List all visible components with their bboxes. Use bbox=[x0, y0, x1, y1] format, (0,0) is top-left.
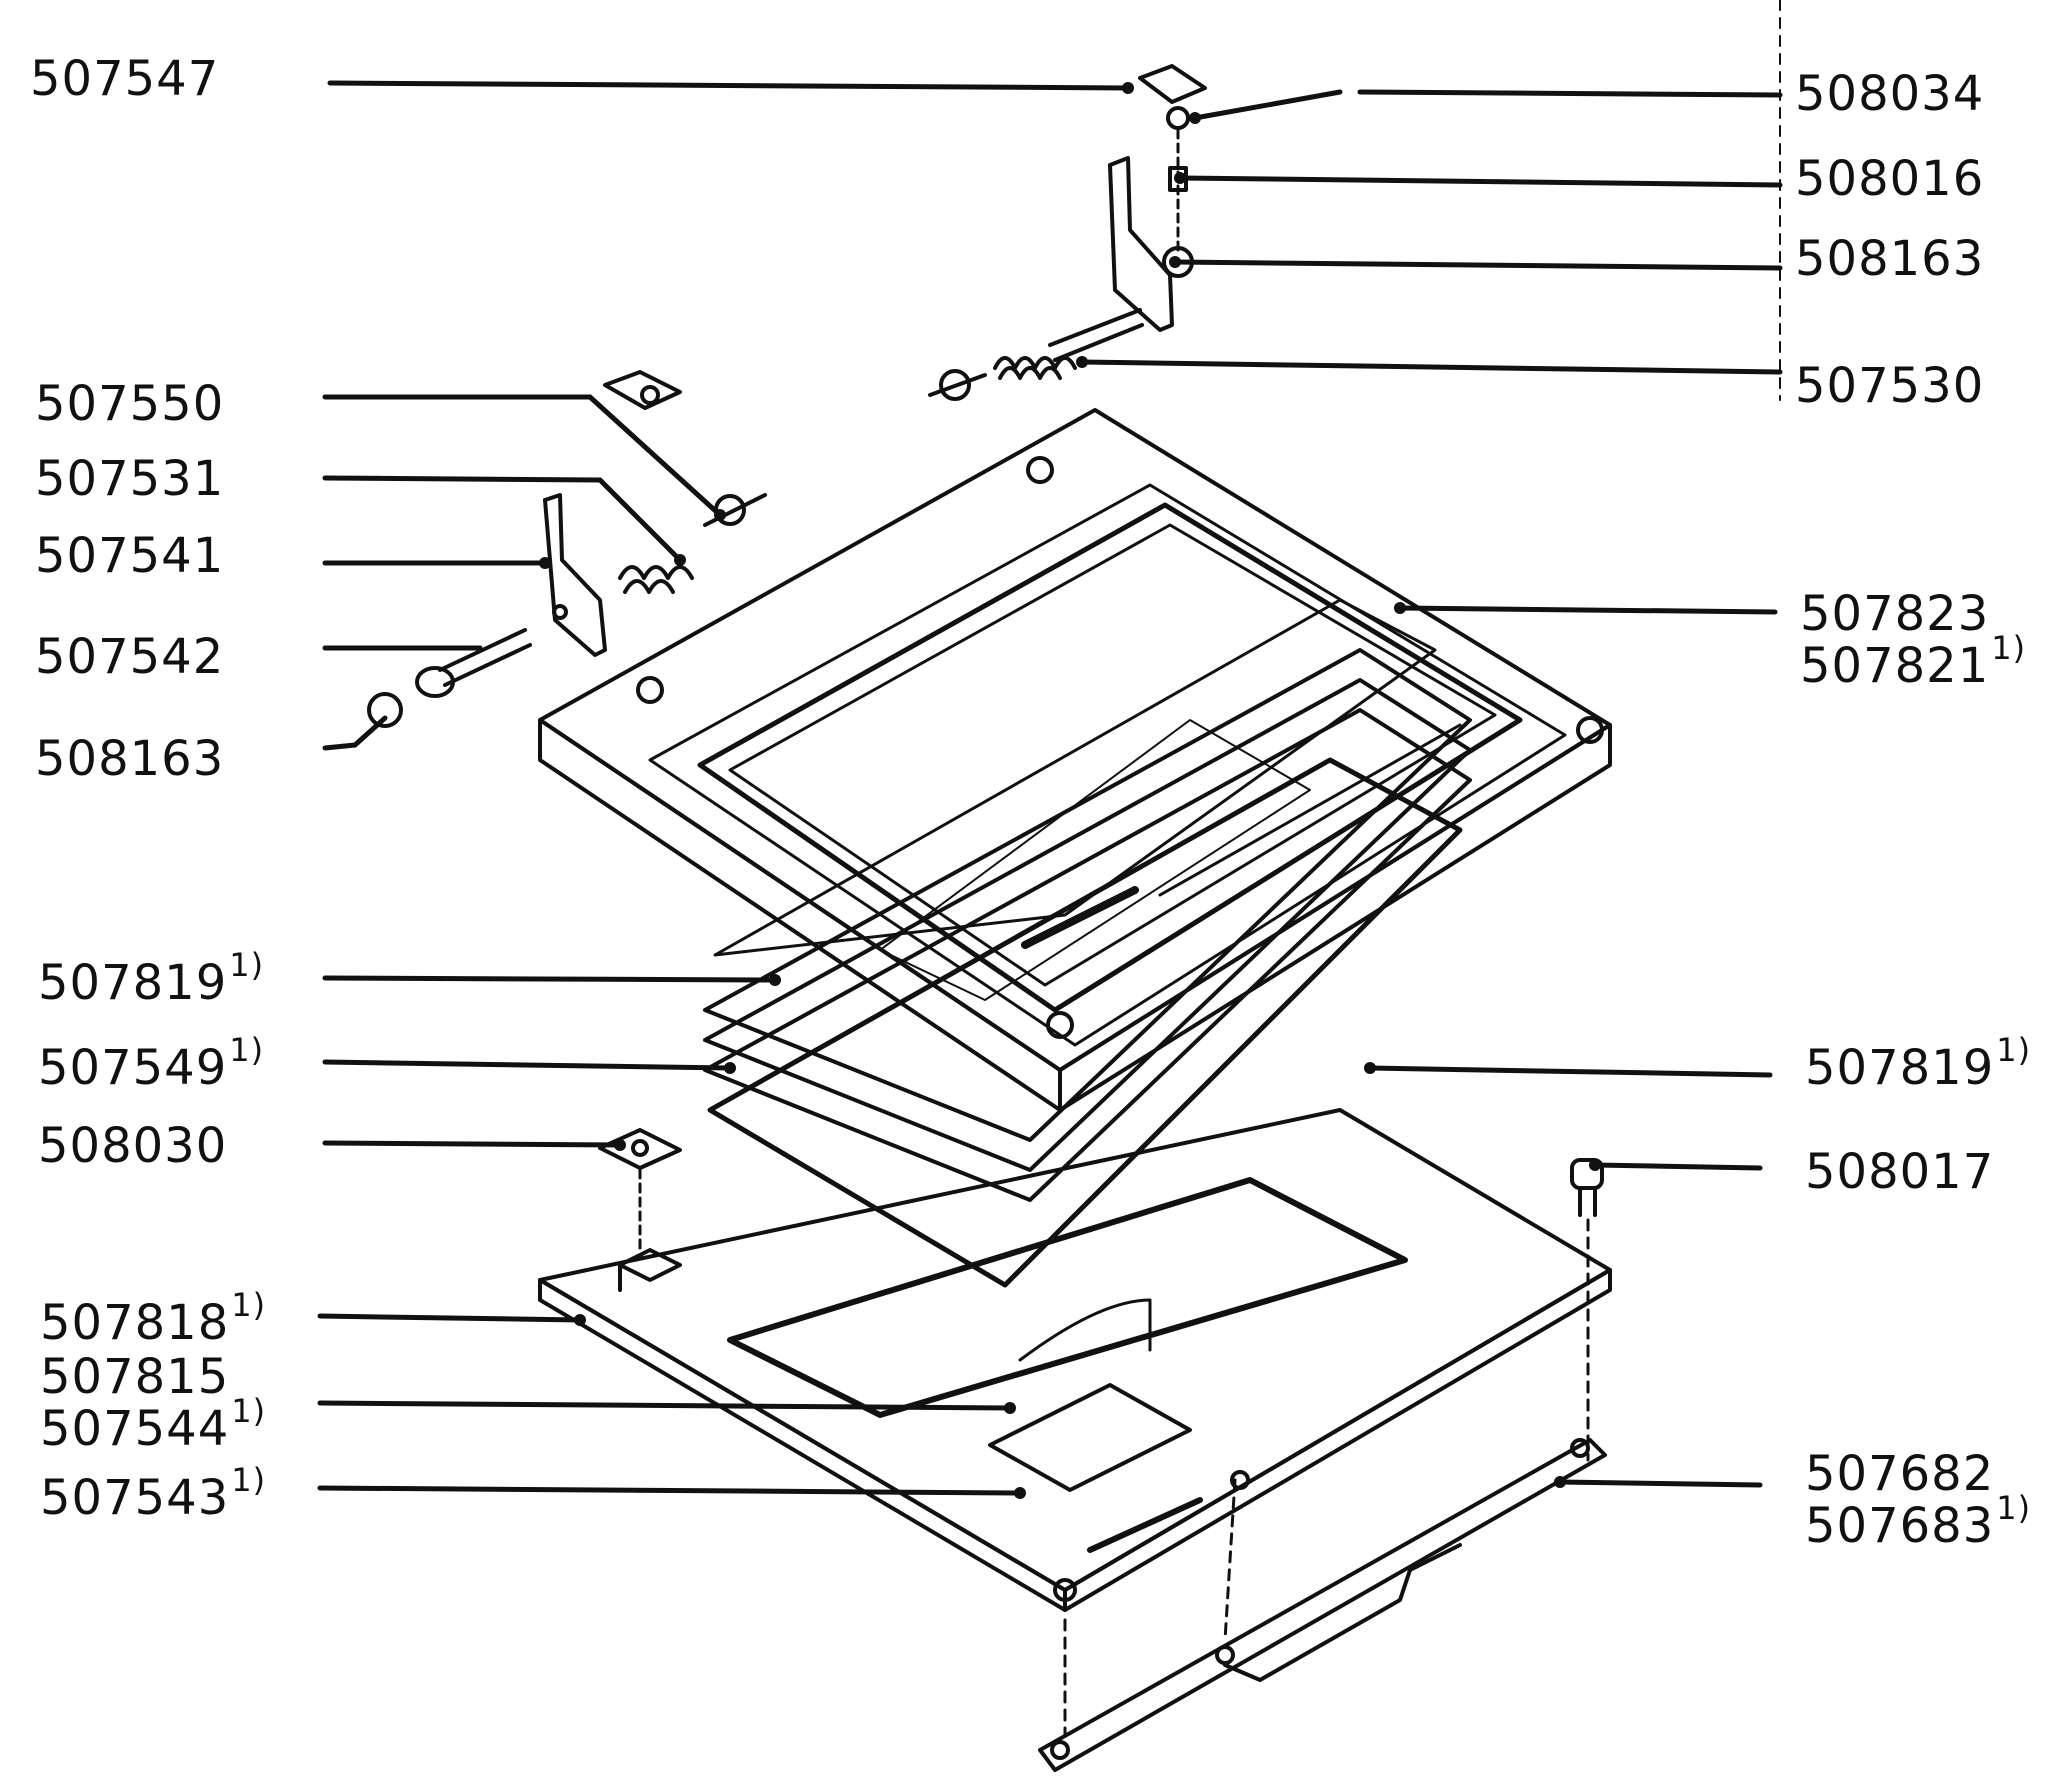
label-507818: 5078181) bbox=[40, 1286, 267, 1351]
label-507819-right: 5078191) bbox=[1805, 1031, 2032, 1096]
label-507815: 507815 bbox=[40, 1349, 230, 1405]
label-507821: 5078211) bbox=[1800, 629, 2027, 694]
bottom-rail bbox=[1038, 1438, 1607, 1772]
label-507823-507821: 507823 5078211) bbox=[1800, 590, 2026, 690]
label-507542: 507542 bbox=[35, 629, 225, 685]
label-508163-left: 508163 bbox=[35, 731, 225, 787]
hinge-left bbox=[367, 370, 767, 728]
label-507541: 507541 bbox=[35, 528, 225, 584]
footnote-marker: 1) bbox=[231, 1461, 267, 1499]
label-507682: 507682 bbox=[1805, 1446, 1995, 1502]
label-508016: 508016 bbox=[1795, 151, 1985, 207]
bottom-plate bbox=[538, 1108, 1612, 1612]
label-508034: 508034 bbox=[1795, 66, 1985, 122]
label-508163-right: 508163 bbox=[1795, 231, 1985, 287]
label-507544: 5075441) bbox=[40, 1392, 267, 1457]
footnote-marker: 1) bbox=[1996, 1031, 2032, 1069]
label-507547: 507547 bbox=[30, 51, 220, 107]
footnote-marker: 1) bbox=[229, 946, 265, 984]
label-507815-507544: 507815 5075441) bbox=[40, 1353, 266, 1453]
footnote-marker: 1) bbox=[231, 1392, 267, 1430]
label-507549: 5075491) bbox=[38, 1031, 265, 1096]
label-507530: 507530 bbox=[1795, 358, 1985, 414]
footnote-marker: 1) bbox=[229, 1031, 265, 1069]
label-508017: 508017 bbox=[1805, 1144, 1995, 1200]
label-507543: 5075431) bbox=[40, 1461, 267, 1526]
label-507550: 507550 bbox=[35, 376, 225, 432]
top-frame bbox=[538, 408, 1612, 1112]
leader-lines-right bbox=[1079, 89, 1783, 1488]
hinge-right bbox=[928, 64, 1207, 401]
label-508030: 508030 bbox=[38, 1118, 228, 1174]
footnote-marker: 1) bbox=[1996, 1489, 2032, 1527]
label-507682-507683: 507682 5076831) bbox=[1805, 1450, 2031, 1550]
leader-lines-left bbox=[317, 80, 1131, 1496]
label-507683: 5076831) bbox=[1805, 1489, 2032, 1554]
label-507531: 507531 bbox=[35, 451, 225, 507]
footnote-marker: 1) bbox=[1991, 629, 2027, 667]
footnote-marker: 1) bbox=[231, 1286, 267, 1324]
label-507823: 507823 bbox=[1800, 586, 1990, 642]
seal-layers bbox=[703, 598, 1472, 1288]
label-507819-left: 5078191) bbox=[38, 946, 265, 1011]
leader-dots bbox=[539, 82, 1601, 1499]
